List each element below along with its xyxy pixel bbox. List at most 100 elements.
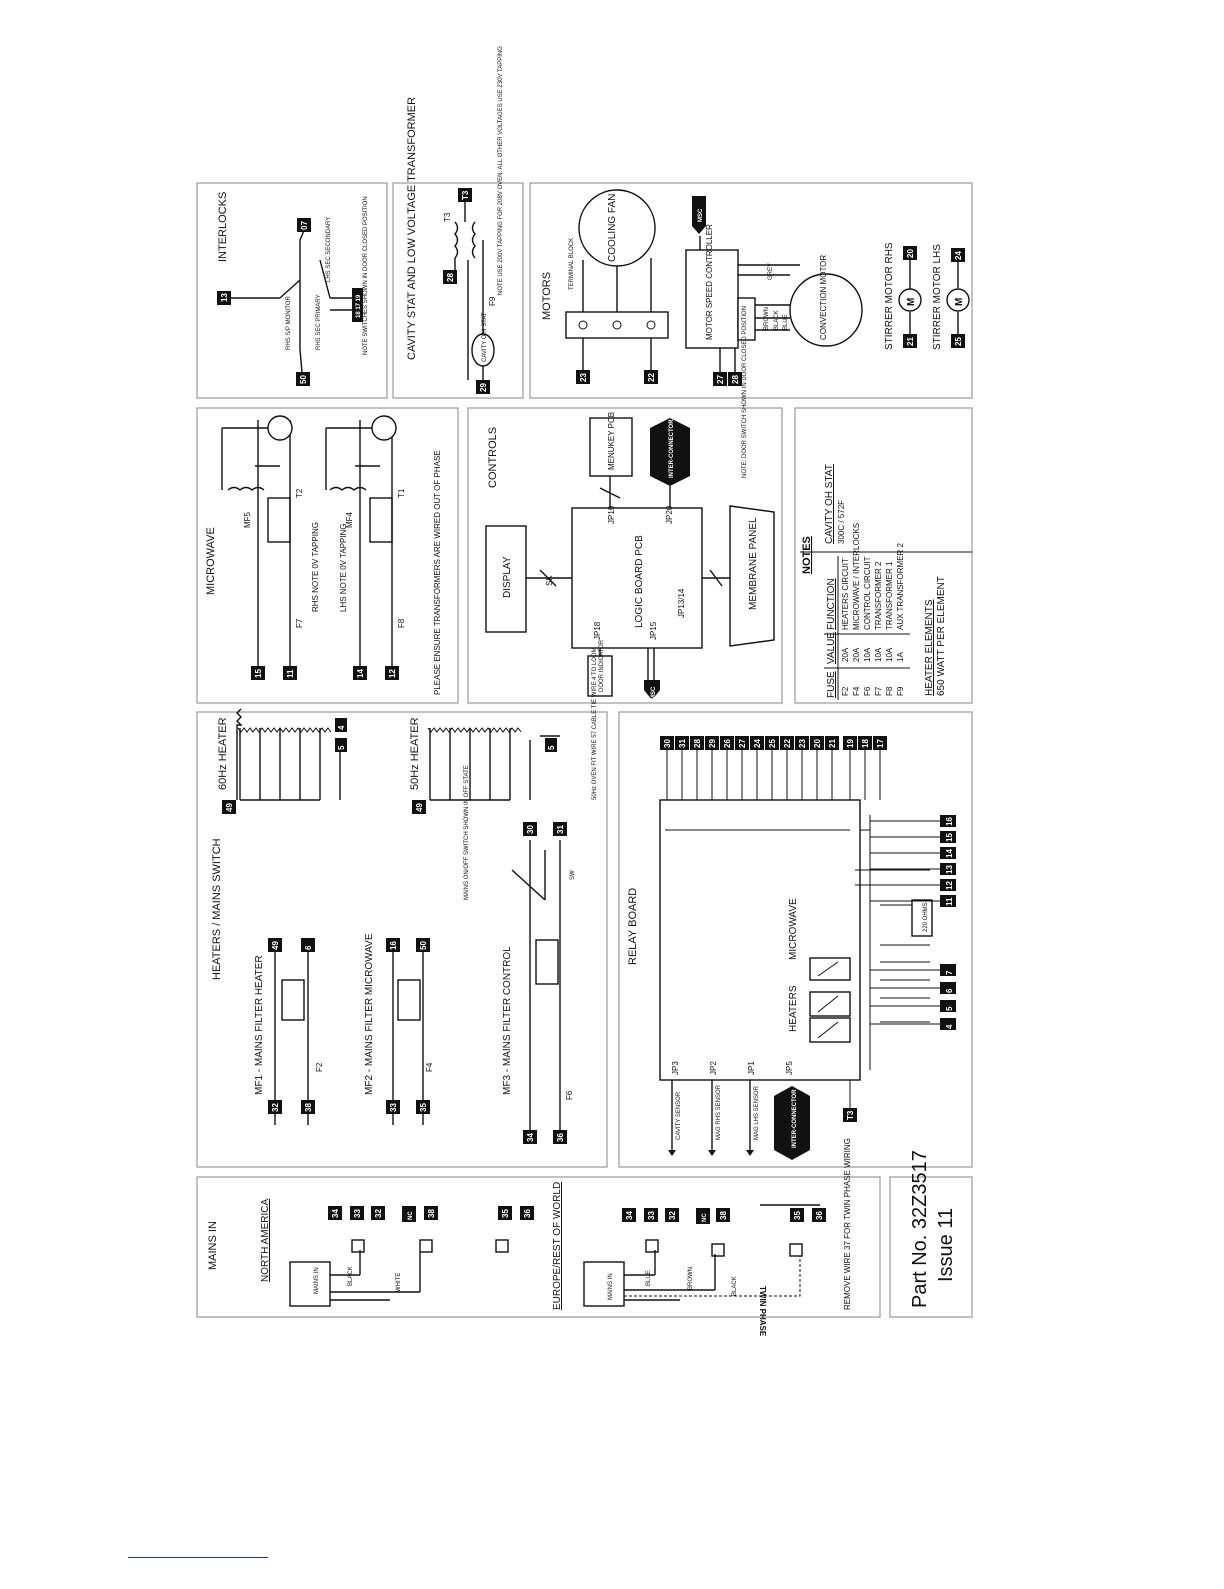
relay-tag-6: 6 bbox=[945, 988, 954, 993]
issue-number: Issue 11 bbox=[935, 1208, 957, 1282]
fuse-f2: F2 bbox=[315, 1062, 324, 1072]
eu-mains-tags: 34 33 32 NC 38 35 36 bbox=[622, 1208, 826, 1224]
fuse-row-4-value: 10A bbox=[874, 647, 883, 662]
display-label: DISPLAY bbox=[502, 556, 513, 598]
cavity-oh-stat-value: 300C / 572F bbox=[837, 500, 846, 544]
relay-board-title: RELAY BOARD bbox=[627, 888, 639, 965]
relay-tag-31: 31 bbox=[678, 739, 687, 748]
heater-relay-2 bbox=[809, 1017, 851, 1043]
svg-text:31: 31 bbox=[556, 825, 565, 834]
fuse-table: FUSE VALUE FUNCTION F2 20A HEATERS CIRCU… bbox=[824, 523, 910, 700]
relay-tag-19: 19 bbox=[846, 739, 855, 748]
relay-heaters-label: HEATERS bbox=[788, 985, 799, 1032]
heaters-mains-switch-panel: HEATERS / MAINS SWITCH MF1 - MAINS FILTE… bbox=[211, 765, 576, 1144]
fuse-f7: F7 bbox=[295, 618, 304, 628]
port-jp20: JP20 bbox=[665, 505, 674, 524]
part-number-box: Part No. 32Z3517 Issue 11 bbox=[889, 1150, 973, 1318]
relay-port-jp2: JP2 bbox=[709, 1061, 718, 1075]
relay-interconnector-label: INTER-CONNECTOR bbox=[792, 1089, 798, 1148]
microwave-panel: MICROWAVE MF5 MF4 T2 T1 F7 F8 RHS NOTE 0… bbox=[196, 407, 459, 704]
relay-interconnector bbox=[774, 1086, 810, 1160]
mains-in-panel: MAINS IN NORTH AMERICA EUROPE/REST OF WO… bbox=[196, 1138, 881, 1337]
mf2-label: MF2 - MAINS FILTER MICROWAVE bbox=[364, 933, 375, 1095]
relay-right-tags: 16 15 14 13 12 11 7 6 5 4 bbox=[940, 815, 956, 1030]
fuse-row-6-function: AUX TRANSFORMER 2 bbox=[896, 542, 905, 630]
eu-tag-34: 34 bbox=[625, 1211, 634, 1220]
fuse-row-2-value: 20A bbox=[852, 647, 861, 662]
terminal-block-label: TERMINAL BLOCK bbox=[569, 238, 575, 290]
notes-panel: NOTES FUSE VALUE FUNCTION F2 20A HEATERS… bbox=[794, 407, 973, 704]
magnetron-rhs bbox=[267, 415, 293, 441]
fuse-header-value: VALUE bbox=[826, 632, 837, 664]
na-mains-tags: 34 33 32 NC 38 35 36 bbox=[328, 1206, 534, 1222]
membrane-label: MEMBRANE PANEL bbox=[748, 517, 759, 610]
fuse-f9-label: F9 bbox=[488, 296, 497, 306]
heater-relay-1 bbox=[809, 991, 851, 1017]
cavity-sensor-label: CAVITY SENSOR bbox=[676, 1091, 682, 1140]
relay-board-outline bbox=[659, 799, 861, 1081]
na-tag-32: 32 bbox=[374, 1209, 383, 1218]
na-tag-35: 35 bbox=[501, 1209, 510, 1218]
svg-text:16: 16 bbox=[389, 941, 398, 950]
na-mains-label: MAINS IN bbox=[314, 1267, 320, 1294]
eu-colour-blue: BLUE bbox=[646, 1270, 652, 1286]
door-indicator bbox=[587, 655, 613, 697]
cavity-stat-note: NOTE USE 200V TAPPING FOR 208V OVEN. ALL… bbox=[498, 46, 504, 295]
membrane-panel bbox=[729, 505, 775, 647]
convection-motor-label: CONVECTION MOTOR bbox=[819, 255, 828, 340]
rhs-tapping-note: RHS NOTE 0V TAPPING bbox=[311, 522, 320, 612]
mf1-label: MF1 - MAINS FILTER HEATER bbox=[254, 955, 265, 1095]
svg-text:5: 5 bbox=[337, 745, 346, 750]
svg-text:13: 13 bbox=[220, 293, 229, 302]
relay-tag-24: 24 bbox=[753, 739, 762, 748]
motors-title: MOTORS bbox=[541, 272, 553, 320]
svg-text:30: 30 bbox=[526, 825, 535, 834]
motor-tags: 23 22 27 28 21 20 25 24 MSC bbox=[576, 196, 965, 386]
interlock-label-2: RHS SEC PRIMARY bbox=[316, 294, 322, 350]
relay-tag-20: 20 bbox=[813, 739, 822, 748]
svg-text:27: 27 bbox=[716, 375, 725, 384]
fuse-f8: F8 bbox=[397, 618, 406, 628]
svg-text:29: 29 bbox=[479, 383, 488, 392]
na-tag-36: 36 bbox=[523, 1209, 532, 1218]
controls-title: CONTROLS bbox=[487, 427, 499, 488]
svg-text:14: 14 bbox=[356, 669, 365, 678]
heaters-mains-title: HEATERS / MAINS SWITCH bbox=[211, 838, 223, 980]
na-tag-34: 34 bbox=[331, 1209, 340, 1218]
relay-tag-18: 18 bbox=[861, 739, 870, 748]
motors-msc-tag: MSC bbox=[698, 208, 704, 222]
controls-panel: CONTROLS DISPLAY LOGIC BOARD PCB MENUKEY… bbox=[467, 306, 783, 704]
svg-text:25: 25 bbox=[954, 337, 963, 346]
interlock-label-1: RHS S/P MONITOR bbox=[286, 296, 292, 350]
cavity-stat-sensor bbox=[471, 333, 495, 367]
menukey-pcb bbox=[589, 417, 633, 477]
relay-port-jp3: JP3 bbox=[671, 1061, 680, 1075]
relay-top-tags: 30 31 28 29 26 27 24 25 22 23 20 21 19 1… bbox=[660, 736, 887, 750]
relay-tag-16: 16 bbox=[945, 817, 954, 826]
svg-text:21: 21 bbox=[906, 337, 915, 346]
notes-title: NOTES bbox=[801, 536, 813, 574]
part-number: Part No. 32Z3517 bbox=[909, 1150, 931, 1308]
na-colour-white: WHITE bbox=[396, 1273, 402, 1292]
eu-tag-36: 36 bbox=[815, 1211, 824, 1220]
na-tag-33: 33 bbox=[353, 1209, 362, 1218]
heater-60hz-title: 60Hz HEATER bbox=[217, 717, 229, 790]
svg-text:07: 07 bbox=[300, 221, 309, 230]
relay-tag-12: 12 bbox=[945, 881, 954, 890]
relay-board-panel: RELAY BOARD MICROWAVE HEATERS 220 OHMS J… bbox=[618, 711, 973, 1168]
svg-text:34: 34 bbox=[526, 1133, 535, 1142]
relay-tag-22: 22 bbox=[783, 739, 792, 748]
fuse-header-fuse: FUSE bbox=[826, 671, 837, 698]
svg-text:49: 49 bbox=[415, 803, 424, 812]
europe-label: EUROPE/REST OF WORLD bbox=[552, 1182, 563, 1310]
cavity-oh-stat-title: CAVITY OH STAT bbox=[824, 464, 835, 544]
eu-tag-35: 35 bbox=[793, 1211, 802, 1220]
convection-motor bbox=[789, 273, 863, 347]
interlocks-title: INTERLOCKS bbox=[217, 192, 229, 262]
resistor-label: 220 OHMS bbox=[923, 902, 929, 932]
mains-in-title: MAINS IN bbox=[207, 1221, 219, 1270]
svg-text:6: 6 bbox=[304, 945, 313, 950]
relay-tag-29: 29 bbox=[708, 739, 717, 748]
fuse-row-3-function: CONTROL CIRCUIT bbox=[863, 556, 872, 630]
controls-msc-tag: MSC bbox=[651, 686, 657, 700]
